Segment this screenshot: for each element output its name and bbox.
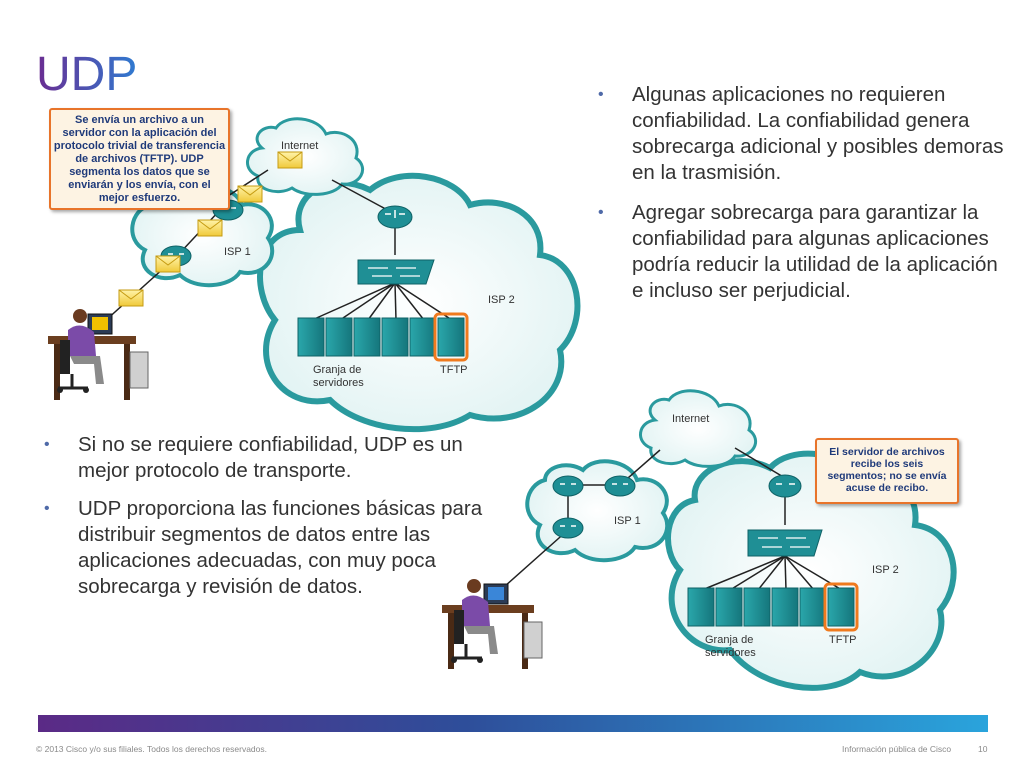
callout-receive: El servidor de archivos recibe los seis … [815,438,959,504]
router-icon [377,205,413,229]
isp1-label-top: ISP 1 [224,246,251,258]
footer-classification: Información pública de Cisco [842,744,952,754]
tftp-server-highlight [433,312,469,362]
internet-cloud-top [246,117,364,196]
right-bullet-list: • Algunas aplicaciones no requieren confi… [598,82,1008,318]
footer-gradient-bar [38,715,988,732]
bullet-text: Si no se requiere confiabilidad, UDP es … [78,433,463,482]
internet-label-top: Internet [281,140,319,152]
tftp-label-top: TFTP [440,364,468,376]
title-text: UDP [36,48,137,101]
isp1-cloud-bottom [525,459,670,563]
footer-page-number: 10 [978,744,988,754]
tftp-server-highlight [823,582,859,632]
envelope-icon [197,219,223,237]
envelope-icon [277,151,303,169]
switch-icon [357,259,435,285]
router-icon [604,475,636,497]
user-workstation-icon [442,579,543,669]
bullet-text: UDP proporciona las funciones básicas pa… [78,497,483,598]
left-bullet-list: • Si no se requiere confiabilidad, UDP es… [44,432,484,612]
callout-send: Se envía un archivo a un servidor con la… [49,108,230,210]
router-icon [552,475,584,497]
bullet-item: • Si no se requiere confiabilidad, UDP es… [44,432,484,484]
farm-label-bottom: Granja de servidores [705,634,756,660]
envelope-icon [118,289,144,307]
isp1-label-bottom: ISP 1 [614,515,641,527]
server-farm-top [297,312,469,362]
envelope-icon [237,185,263,203]
farm-label-line1: Granja de [313,364,362,376]
farm-label-line2: servidores [313,377,364,389]
server-farm-bottom [687,582,859,632]
bullet-item: • UDP proporciona las funciones básicas p… [44,496,484,600]
tftp-label-bottom: TFTP [829,634,857,646]
bullet-icon: • [44,500,50,517]
envelope-icon [155,255,181,273]
farm-label-top: Granja de servidores [313,364,364,390]
internet-label-bottom: Internet [672,413,710,425]
bullet-text: Algunas aplicaciones no requieren confia… [632,83,1004,184]
bullet-icon: • [598,204,604,221]
page-title: UDP [36,48,137,101]
user-workstation-icon [48,309,149,400]
bullet-item: • Agregar sobrecarga para garantizar la c… [598,200,1008,304]
isp2-label-top: ISP 2 [488,294,515,306]
bullet-item: • Algunas aplicaciones no requieren confi… [598,82,1008,186]
bullet-icon: • [598,86,604,103]
footer-copyright: © 2013 Cisco y/o sus filiales. Todos los… [36,744,267,754]
isp2-cloud-top [257,172,581,433]
switch-icon [747,529,823,557]
router-icon [768,474,802,498]
farm-label-line2: servidores [705,647,756,659]
internet-cloud-bottom [639,389,757,468]
farm-label-line1: Granja de [705,634,754,646]
bullet-text: Agregar sobrecarga para garantizar la co… [632,201,998,302]
bullet-icon: • [44,436,50,453]
isp2-label-bottom: ISP 2 [872,564,899,576]
router-icon [552,517,584,539]
